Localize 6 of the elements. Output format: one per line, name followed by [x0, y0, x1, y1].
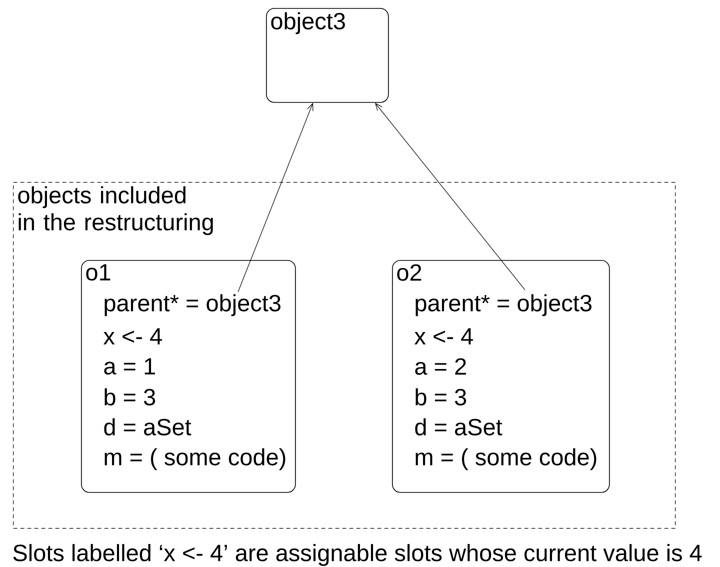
object-box: o1 parent* = object3 x <- 4 a = 1 b = 3 d = aSet m = ( some code)	[81, 260, 296, 493]
arrow	[238, 102, 314, 292]
arrow	[375, 102, 526, 290]
object-box: object3	[266, 8, 389, 103]
caption: Slots labelled ‘x <- 4’ are assignable slots whose current value is 4	[13, 544, 702, 566]
object-box: o2 parent* = object3 x <- 4 a = 2 b = 3 d = aSet m = ( some code)	[392, 260, 610, 493]
